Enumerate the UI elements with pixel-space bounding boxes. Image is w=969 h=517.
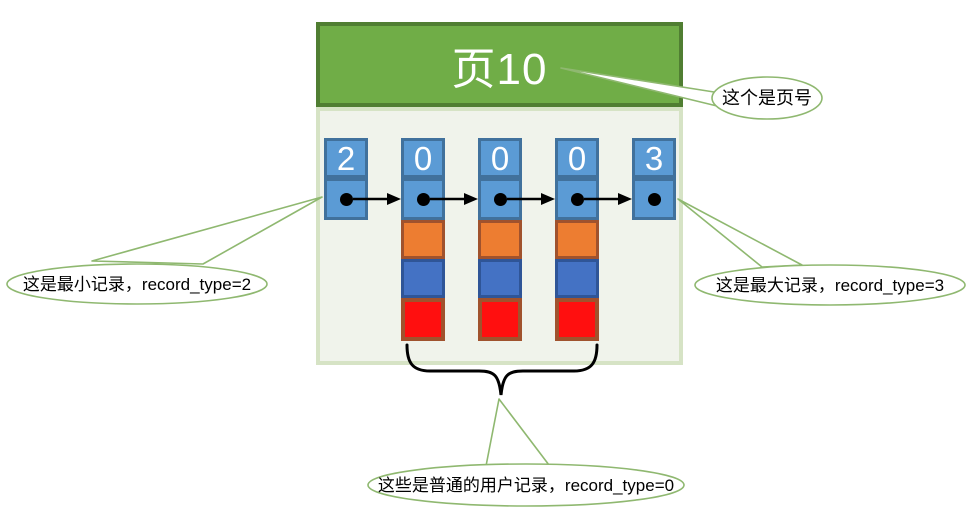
record-type-cell: 3 [632, 138, 676, 178]
record-column-user-3: 0 [555, 138, 599, 341]
record-data-cell-red [555, 298, 599, 341]
page-title: 页10 [451, 44, 548, 94]
callout-tail-max-record [677, 198, 803, 268]
callout-text-user-records: 这些是普通的用户记录，record_type=0 [378, 476, 674, 495]
pointer-dot-icon [647, 192, 661, 206]
callout-text-max-record: 这是最大记录，record_type=3 [716, 276, 944, 295]
callout-text-page-number: 这个是页号 [722, 88, 812, 108]
callout-bubble-min-record [6, 263, 268, 305]
callout-text-min-record: 这是最小记录，record_type=2 [23, 275, 251, 294]
record-column-user-2: 0 [478, 138, 522, 341]
record-type-cell: 0 [478, 138, 522, 178]
page-header: 页10 [316, 22, 683, 107]
callout-bubble-max-record [694, 264, 966, 306]
next-pointer-cell [324, 178, 368, 220]
record-data-cell-blue [478, 259, 522, 298]
record-data-cell-red [478, 298, 522, 341]
record-data-cell-orange [555, 220, 599, 259]
record-data-cell-blue [555, 259, 599, 298]
record-column-max: 3 [632, 138, 676, 220]
record-data-cell-orange [401, 220, 445, 259]
next-pointer-cell [632, 178, 676, 220]
record-data-cell-red [401, 298, 445, 341]
pointer-dot-icon [416, 192, 430, 206]
callout-bubble-user-records [367, 463, 685, 507]
callout-tail-user-records [485, 398, 550, 467]
record-column-user-1: 0 [401, 138, 445, 341]
pointer-dot-icon [493, 192, 507, 206]
next-pointer-cell [478, 178, 522, 220]
next-pointer-cell [401, 178, 445, 220]
pointer-dot-icon [339, 192, 353, 206]
record-data-cell-blue [401, 259, 445, 298]
record-type-cell: 0 [555, 138, 599, 178]
record-type-cell: 0 [401, 138, 445, 178]
record-column-min: 2 [324, 138, 368, 220]
pointer-dot-icon [570, 192, 584, 206]
next-pointer-cell [555, 178, 599, 220]
callout-tail-min-record [91, 196, 323, 265]
callout-bubble-page-number [711, 76, 823, 120]
record-data-cell-orange [478, 220, 522, 259]
record-type-cell: 2 [324, 138, 368, 178]
